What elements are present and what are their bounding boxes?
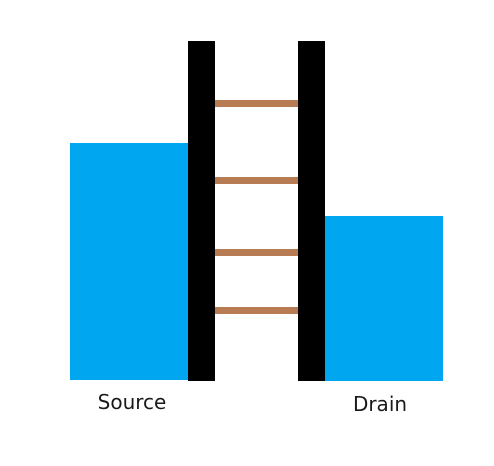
right-barrier: [298, 41, 325, 381]
source-label: Source: [97, 390, 167, 414]
source-reservoir: [70, 143, 188, 380]
drain-reservoir: [325, 216, 443, 381]
ladder-rung: [215, 307, 298, 314]
drain-label: Drain: [352, 392, 408, 416]
ladder-rung: [215, 100, 298, 107]
left-barrier: [188, 41, 215, 381]
ladder-rung: [215, 177, 298, 184]
ladder-rung: [215, 249, 298, 256]
